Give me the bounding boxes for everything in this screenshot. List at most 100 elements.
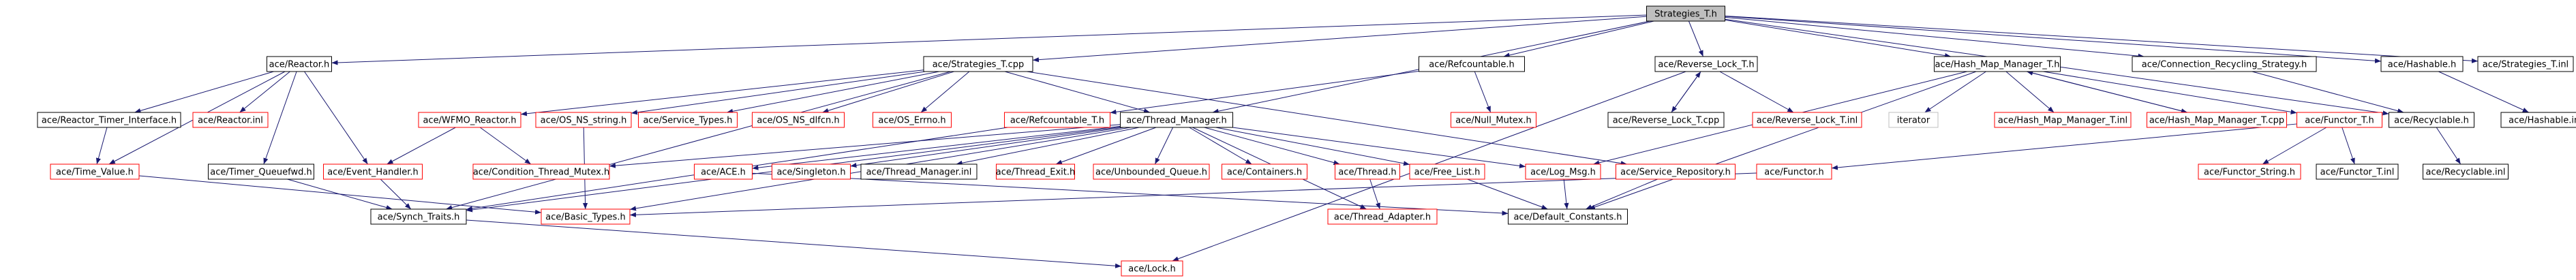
node-label: ace/OS_NS_dlfcn.h [757,116,839,126]
node-thread-adapter-h[interactable]: ace/Thread_Adapter.h [1327,208,1438,225]
node-reverse-lock-t-h[interactable]: ace/Reverse_Lock_T.h [1654,56,1758,72]
node-hashable-h[interactable]: ace/Hashable.h [2380,56,2464,72]
node-label: ace/Log_Msg.h [1530,168,1596,178]
node-service-types-h[interactable]: ace/Service_Types.h [638,112,738,128]
edge-strategies_t_h-to-connection_recycling_strategy_h [1725,16,2145,59]
node-reactor-inl[interactable]: ace/Reactor.inl [192,112,269,128]
node-null-mutex-h[interactable]: ace/Null_Mutex.h [1451,112,1536,128]
node-reverse-lock-t-inl[interactable]: ace/Reverse_Lock_T.inl [1752,112,1862,128]
edge-thread_manager_h-to-thread_exit_h [1055,127,1157,165]
node-box [638,112,738,128]
node-box [2132,56,2317,72]
edge-strategies_t_h-to-strategies_t_cpp [1032,16,1647,63]
edge-reactor_h-to-reactor_timer_interface_h [134,71,274,113]
node-synch-traits-h[interactable]: ace/Synch_Traits.h [370,208,467,225]
node-label: ace/Unbounded_Queue.h [1095,168,1207,178]
node-os-ns-string-h[interactable]: ace/OS_NS_string.h [535,112,632,128]
node-timer-queuefwd-h[interactable]: ace/Timer_Queuefwd.h [208,164,314,180]
node-hash-map-manager-t-h[interactable]: ace/Hash_Map_Manager_T.h [1934,56,2061,72]
node-box [694,164,753,180]
edge-hash_map_manager_t_h-to-hash_map_manager_t_inl [2005,71,2055,113]
node-hash-map-manager-t-inl[interactable]: ace/Hash_Map_Manager_T.inl [1994,112,2132,128]
node-label: ace/Functor.h [1764,168,1823,178]
node-label: ace/Reverse_Lock_T.cpp [1613,116,1720,126]
edge-strategies_t_cpp-to-synch_traits_h [446,71,951,211]
node-wfmo-reactor-h[interactable]: ace/WFMO_Reactor.h [418,112,521,128]
edge-reverse_lock_t_cpp-to-reverse_lock_t_h [1671,71,1701,113]
node-thread-exit-h[interactable]: ace/Thread_Exit.h [996,164,1075,180]
node-functor-string-h[interactable]: ace/Functor_String.h [2198,164,2301,180]
node-free-list-h[interactable]: ace/Free_List.h [1409,164,1485,180]
node-functor-h[interactable]: ace/Functor.h [1756,164,1832,180]
node-log-msg-h[interactable]: ace/Log_Msg.h [1525,164,1601,180]
edge-strategies_t_h-to-reactor_h [331,14,1647,65]
node-box [996,164,1075,180]
node-box [1756,164,1832,180]
node-label: ace/Hashable.h [2388,60,2456,70]
node-box [873,112,952,128]
node-strategies-t-inl[interactable]: ace/Strategies_T.inl [2477,56,2574,72]
node-strategies-t-cpp[interactable]: ace/Strategies_T.cpp [923,56,1033,72]
node-connection-recycling-strategy-h[interactable]: ace/Connection_Recycling_Strategy.h [2132,56,2317,72]
node-thread-manager-inl[interactable]: ace/Thread_Manager.inl [860,164,978,180]
node-thread-manager-h[interactable]: ace/Thread_Manager.h [1120,112,1233,128]
edge-thread_manager_h-to-free_list_h [1215,127,1410,166]
node-time-value-h[interactable]: ace/Time_Value.h [50,164,140,180]
node-label: ace/Service_Repository.h [1620,168,1731,178]
node-label: ace/Functor_T.inl [2320,168,2395,178]
node-reverse-lock-t-cpp[interactable]: ace/Reverse_Lock_T.cpp [1607,112,1725,128]
node-unbounded-queue-h[interactable]: ace/Unbounded_Queue.h [1093,164,1210,180]
edge-functor_t_h-to-functor_t_inl [2342,127,2355,165]
node-condition-thread-mutex-h[interactable]: ace/Condition_Thread_Mutex.h [472,164,610,180]
node-thread-h[interactable]: ace/Thread.h [1335,164,1400,180]
node-os-errno-h[interactable]: ace/OS_Errno.h [873,112,952,128]
node-box [1093,164,1210,180]
node-label: ace/Containers.h [1227,168,1302,178]
node-box [1888,112,1939,128]
node-reactor-timer-interface-h[interactable]: ace/Reactor_Timer_Interface.h [37,112,181,128]
node-box [1419,56,1525,72]
node-event-handler-h[interactable]: ace/Event_Handler.h [323,164,423,180]
node-refcountable-t-h[interactable]: ace/Refcountable_T.h [1004,112,1110,128]
node-recyclable-h[interactable]: ace/Recyclable.h [2389,112,2474,128]
node-box [2477,56,2574,72]
node-lock-h[interactable]: ace/Lock.h [1121,260,1183,277]
node-functor-t-inl[interactable]: ace/Functor_T.inl [2316,164,2399,180]
node-recyclable-inl[interactable]: ace/Recyclable.inl [2423,164,2509,180]
edge-strategies_t_cpp-to-thread_manager_h [1004,71,1151,114]
node-containers-h[interactable]: ace/Containers.h [1222,164,1307,180]
edge-functor_t_h-to-functor_string_h [2262,127,2327,165]
node-label: ace/Lock.h [1128,264,1176,275]
node-hash-map-manager-t-cpp[interactable]: ace/Hash_Map_Manager_T.cpp [2147,112,2287,128]
edge-thread_manager_h-to-unbounded_queue_h [1154,127,1174,165]
edge-strategies_t_h-to-hashable_h [1725,16,2382,63]
node-label: ace/Functor_T.h [2305,116,2374,126]
node-box [1327,208,1438,225]
node-box [1121,260,1183,277]
node-box [370,208,467,225]
node-box [1607,112,1725,128]
edge-connection_recycling_strategy_h-to-recyclable_h [2252,71,2404,114]
node-singleton-h[interactable]: ace/Singleton.h [772,164,851,180]
edge-refcountable_h-to-refcountable_t_h [1110,70,1419,114]
node-box [535,112,632,128]
node-refcountable-h[interactable]: ace/Refcountable.h [1419,56,1525,72]
node-service-repository-h[interactable]: ace/Service_Repository.h [1616,164,1736,180]
node-ace-h[interactable]: ace/ACE.h [694,164,753,180]
edge-functor_t_h-to-functor_h [1831,123,2297,170]
node-label: ace/Thread_Manager.inl [866,168,972,178]
node-label: ace/Connection_Recycling_Strategy.h [2142,60,2307,70]
node-hashable-inl[interactable]: ace/Hashable.inl [2500,112,2576,128]
node-reactor-h[interactable]: ace/Reactor.h [267,56,332,72]
node-default-constants-h[interactable]: ace/Default_Constants.h [1508,208,1628,225]
node-functor-t-h[interactable]: ace/Functor_T.h [2297,112,2382,128]
node-box [1409,164,1485,180]
edge-strategies_t_h-to-hash_map_manager_t_h [1725,19,1952,59]
node-box [1654,56,1758,72]
node-box [1004,112,1110,128]
node-os-ns-dlfcn-h[interactable]: ace/OS_NS_dlfcn.h [752,112,845,128]
node-box [772,164,851,180]
node-basic-types-h[interactable]: ace/Basic_Types.h [541,208,631,225]
edge-thread_manager_h-to-log_msg_h [1232,127,1526,169]
edge-refcountable_h-to-null_mutex_h [1474,71,1491,113]
